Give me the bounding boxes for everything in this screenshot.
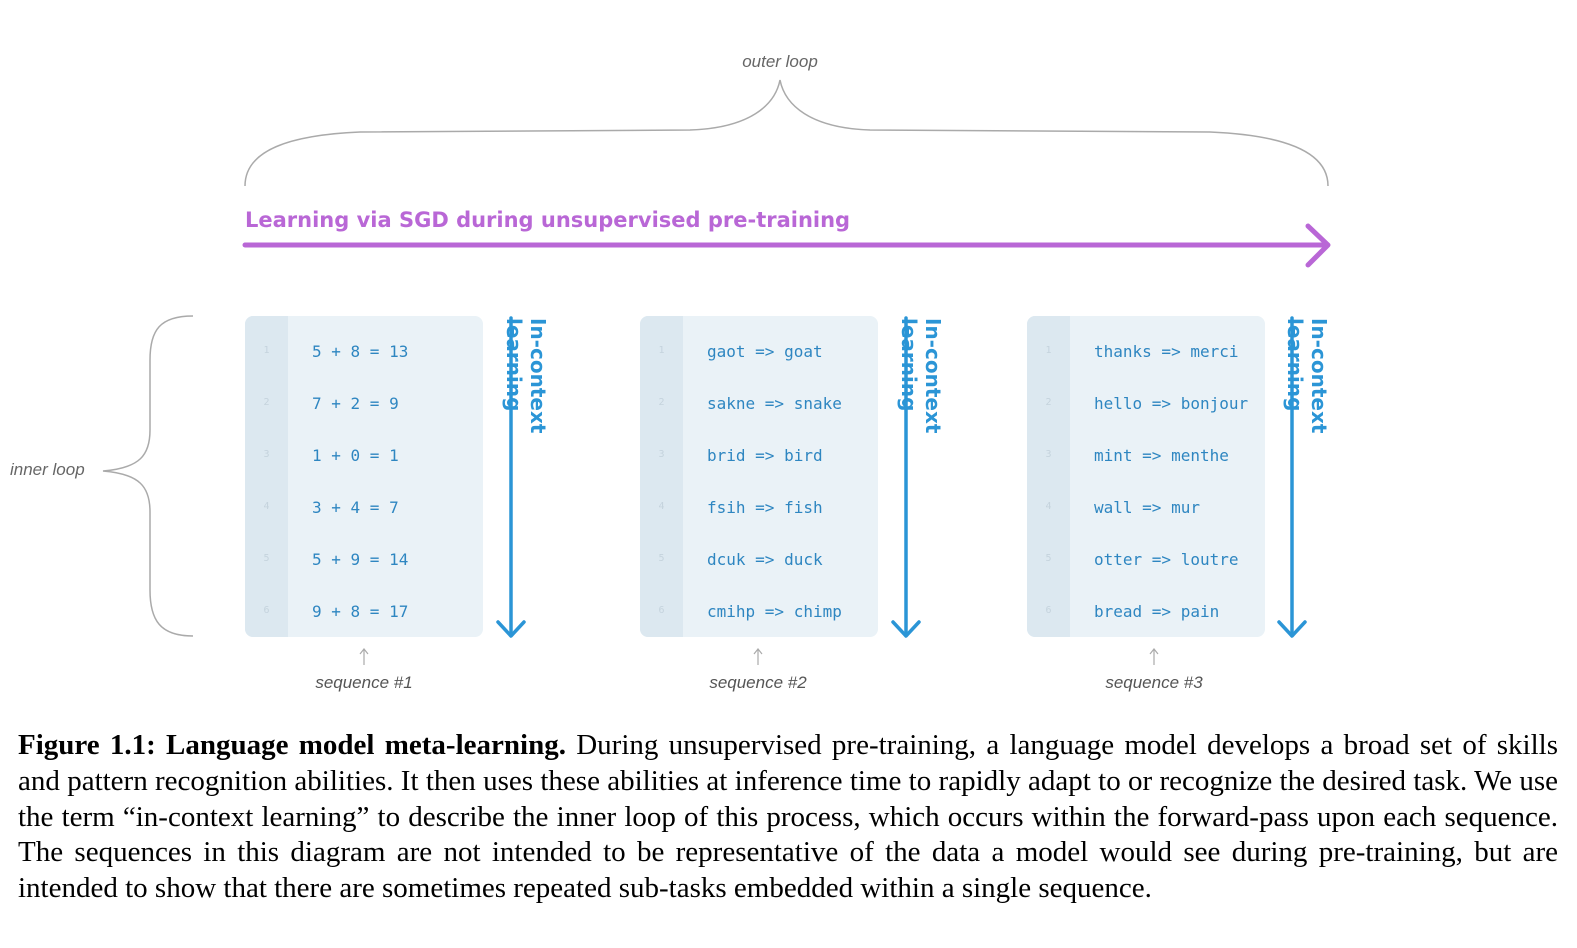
- line-text: 1 + 0 = 1: [312, 446, 399, 465]
- sequence-line: 3 brid => bird: [640, 441, 878, 471]
- sequence-line: 3 mint => menthe: [1027, 441, 1265, 471]
- line-text: gaot => goat: [707, 342, 823, 361]
- line-number: 3: [1045, 449, 1052, 460]
- line-text: thanks => merci: [1094, 342, 1239, 361]
- sequence-line: 4 wall => mur: [1027, 493, 1265, 523]
- line-number: 4: [658, 501, 665, 512]
- caption-title: Figure 1.1: Language model meta-learning…: [18, 729, 566, 761]
- sequence-label-3: sequence #3: [1105, 673, 1203, 692]
- line-number-gutter: [640, 316, 683, 637]
- in-context-arrow-1: [496, 316, 526, 638]
- sequence-line: 3 1 + 0 = 1: [245, 441, 483, 471]
- line-number: 1: [1045, 345, 1052, 356]
- sgd-arrow-head: [1305, 223, 1331, 268]
- sequence-line: 2 7 + 2 = 9: [245, 389, 483, 419]
- line-number: 2: [1045, 397, 1052, 408]
- sequence-card-1: 1 5 + 8 = 13 2 7 + 2 = 9 3 1 + 0 = 1 4 3 + 4 = …: [245, 316, 483, 637]
- line-text: 5 + 8 = 13: [312, 342, 409, 361]
- meta-learning-diagram: outer loop inner loop Learning via SGD d…: [10, 52, 1331, 692]
- line-number: 5: [263, 553, 270, 564]
- sgd-label: Learning via SGD during unsupervised pre…: [245, 208, 851, 232]
- outer-loop-brace: [244, 79, 1329, 187]
- sequence-line: 6 cmihp => chimp: [640, 597, 878, 627]
- line-number: 4: [263, 501, 270, 512]
- line-number: 6: [658, 605, 665, 616]
- sequence-line: 1 thanks => merci: [1027, 337, 1265, 367]
- in-context-label-1: In-context learning: [502, 318, 550, 434]
- line-text: dcuk => duck: [707, 550, 823, 569]
- inner-loop-brace: [102, 315, 194, 637]
- line-text: wall => mur: [1094, 498, 1200, 517]
- line-text: 9 + 8 = 17: [312, 602, 409, 621]
- sequence-label-2: sequence #2: [709, 673, 807, 692]
- line-number: 2: [263, 397, 270, 408]
- in-context-label-2: In-context learning: [897, 318, 945, 434]
- sequence-line: 1 gaot => goat: [640, 337, 878, 367]
- line-text: hello => bonjour: [1094, 394, 1249, 413]
- line-text: sakne => snake: [707, 394, 842, 413]
- line-text: mint => menthe: [1094, 446, 1229, 465]
- sequence-label-1: sequence #1: [315, 673, 413, 692]
- sequence-line: 2 sakne => snake: [640, 389, 878, 419]
- sequence-card-2: 1 gaot => goat 2 sakne => snake 3 brid => bir…: [640, 316, 878, 637]
- line-number-gutter: [245, 316, 288, 637]
- sequence-line: 6 bread => pain: [1027, 597, 1265, 627]
- line-text: cmihp => chimp: [707, 602, 842, 621]
- sequence-line: 2 hello => bonjour: [1027, 389, 1265, 419]
- line-number: 4: [1045, 501, 1052, 512]
- line-text: bread => pain: [1094, 602, 1220, 621]
- sequence-line: 5 otter => loutre: [1027, 545, 1265, 575]
- line-number: 5: [1045, 553, 1052, 564]
- line-number: 1: [658, 345, 665, 356]
- figure-caption: Figure 1.1: Language model meta-learning…: [18, 728, 1558, 907]
- sequence-line: 6 9 + 8 = 17: [245, 597, 483, 627]
- line-text: otter => loutre: [1094, 550, 1239, 569]
- line-number: 2: [658, 397, 665, 408]
- in-context-arrow-3: [1277, 316, 1307, 638]
- inner-loop-label: inner loop: [10, 460, 85, 479]
- sequence-line: 4 fsih => fish: [640, 493, 878, 523]
- sequence-line: 1 5 + 8 = 13: [245, 337, 483, 367]
- line-text: fsih => fish: [707, 498, 823, 517]
- line-number: 6: [263, 605, 270, 616]
- line-number: 3: [658, 449, 665, 460]
- sequence-card-3: 1 thanks => merci 2 hello => bonjour 3 mint =…: [1027, 316, 1265, 637]
- sequence-pointer-arrows: [359, 648, 1159, 665]
- line-text: 3 + 4 = 7: [312, 498, 399, 517]
- in-context-label-3: In-context learning: [1283, 318, 1331, 434]
- line-number: 1: [263, 345, 270, 356]
- caption-body: During unsupervised pre-training, a lang…: [18, 729, 1559, 905]
- outer-loop-label: outer loop: [742, 52, 818, 71]
- line-text: 5 + 9 = 14: [312, 550, 409, 569]
- line-text: 7 + 2 = 9: [312, 394, 399, 413]
- sequence-line: 4 3 + 4 = 7: [245, 493, 483, 523]
- sequence-line: 5 dcuk => duck: [640, 545, 878, 575]
- line-number: 3: [263, 449, 270, 460]
- line-text: brid => bird: [707, 446, 823, 465]
- line-number-gutter: [1027, 316, 1070, 637]
- diagram-graphics: [102, 79, 1331, 665]
- in-context-arrow-2: [891, 316, 921, 638]
- sequence-line: 5 5 + 9 = 14: [245, 545, 483, 575]
- line-number: 5: [658, 553, 665, 564]
- line-number: 6: [1045, 605, 1052, 616]
